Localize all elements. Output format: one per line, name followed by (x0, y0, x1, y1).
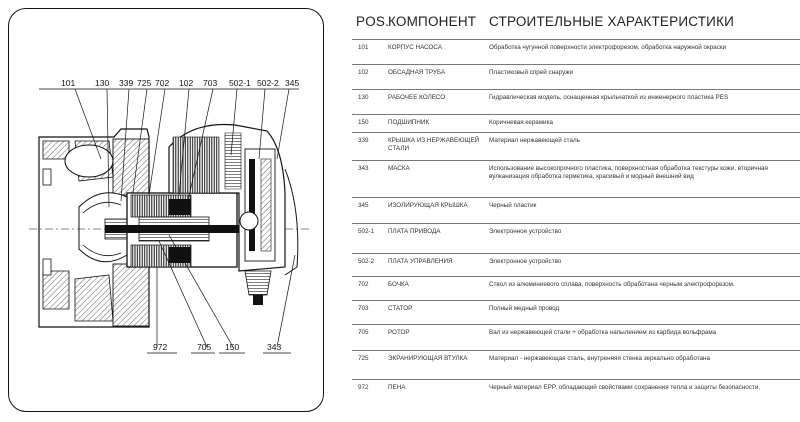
callout-502-2: 502-2 (257, 78, 279, 88)
row-description: Ствол из алюминиевого сплава, поверхност… (489, 281, 735, 288)
row-divider (352, 114, 800, 115)
row-pos: 130 (358, 94, 369, 101)
row-component: ПЛАТА УПРАВЛЕНИЯ (388, 258, 453, 265)
row-component: ПЕНА (388, 384, 406, 391)
row-description: Гидравлическая модель, оснащенная крыльч… (489, 94, 729, 101)
row-divider (352, 132, 800, 133)
row-divider (352, 39, 800, 40)
row-component: РОТОР (388, 329, 410, 336)
row-divider (352, 253, 800, 254)
row-component: ОБСАДНАЯ ТРУБА (388, 69, 446, 76)
callout-101: 101 (61, 78, 75, 88)
row-description: Использование высокопрочного пластика, п… (489, 165, 768, 181)
header-characteristics: СТРОИТЕЛЬНЫЕ ХАРАКТЕРИСТИКИ (489, 14, 735, 29)
callout-343: 343 (267, 342, 281, 352)
row-pos: 502-2 (358, 258, 375, 265)
callout-102: 102 (179, 78, 193, 88)
row-component: ПЛАТА ПРИВОДА (388, 228, 441, 235)
row-pos: 339 (358, 137, 369, 144)
row-pos: 101 (358, 44, 369, 51)
row-pos: 102 (358, 69, 369, 76)
row-divider (352, 64, 800, 65)
row-pos: 150 (358, 119, 369, 126)
row-component: КОРПУС НАСОСА (388, 44, 443, 51)
callout-703: 703 (203, 78, 217, 88)
row-divider (352, 300, 800, 301)
callout-labels-top: 101 130 339 725 702 102 703 502-1 502-2 345 (61, 78, 299, 88)
rotor-shaft (29, 216, 309, 242)
row-pos: 702 (358, 281, 369, 288)
row-description: Черный материал EPP, обладающий свойства… (489, 384, 761, 391)
row-pos: 705 (358, 329, 369, 336)
callout-725: 725 (137, 78, 151, 88)
row-component: РАБОЧЕЕ КОЛЕСО (388, 94, 446, 101)
pump-cross-section-panel: 101 130 339 725 702 102 703 502-1 502-2 345 (8, 8, 324, 412)
row-component: КРЫШКА ИЗ НЕРЖАВЕЮЩЕЙ СТАЛИ (388, 137, 480, 153)
row-description: Электронное устройство (489, 258, 562, 265)
row-divider (352, 276, 800, 277)
row-divider (352, 197, 800, 198)
row-component: БОЧКА (388, 281, 409, 288)
callout-150: 150 (225, 342, 239, 352)
cable-connector (244, 270, 272, 305)
row-divider (352, 160, 800, 161)
spec-table: POS. КОМПОНЕНТ СТРОИТЕЛЬНЫЕ ХАРАКТЕРИСТИ… (352, 0, 800, 422)
row-component: СТАТОР (388, 305, 413, 312)
row-divider (352, 324, 800, 325)
callout-972: 972 (153, 342, 167, 352)
row-description: Полный медный провод (489, 305, 560, 312)
row-divider (352, 350, 800, 351)
row-description: Пластиковый спрей снаружи (489, 69, 574, 76)
callout-labels-bottom: 972 705 150 343 (153, 342, 281, 352)
callout-702: 702 (155, 78, 169, 88)
row-pos: 972 (358, 384, 369, 391)
row-description: Материал нержавеющей сталь (489, 137, 580, 144)
row-description: Черный пластик (489, 202, 537, 209)
callout-705: 705 (197, 342, 211, 352)
header-pos: POS. (356, 14, 390, 29)
row-pos: 343 (358, 165, 369, 172)
row-divider (352, 89, 800, 90)
row-pos: 345 (358, 202, 369, 209)
row-description: Материал - нержавеющая сталь, внутренняя… (489, 355, 710, 362)
pump-cross-section-drawing: 101 130 339 725 702 102 703 502-1 502-2 345 (29, 78, 309, 354)
row-component: ЭКРАНИРУЮЩАЯ ВТУЛКА (388, 355, 468, 362)
row-divider (352, 223, 800, 224)
row-component: ПОДШИПНИК (388, 119, 430, 126)
callout-339: 339 (119, 78, 133, 88)
row-pos: 502-1 (358, 228, 375, 235)
header-component: КОМПОНЕНТ (388, 14, 477, 29)
row-divider (352, 379, 800, 380)
row-pos: 703 (358, 305, 369, 312)
callout-345: 345 (285, 78, 299, 88)
callout-502-1: 502-1 (229, 78, 251, 88)
control-box (168, 123, 286, 272)
leader-lines-top (74, 88, 290, 208)
row-component: ИЗОЛИРУЮЩАЯ КРЫШКА (388, 202, 468, 209)
impeller (78, 192, 128, 263)
leader-lines-bottom (147, 234, 296, 354)
row-description: Обработка чугунной поверхности электрофо… (489, 44, 727, 51)
row-component: МАСКА (388, 165, 410, 172)
row-description: Коричневая керамика (489, 119, 553, 126)
callout-130: 130 (95, 78, 109, 88)
row-description: Электронное устройство (489, 228, 562, 235)
row-pos: 725 (358, 355, 369, 362)
row-description: Вал из нержавеющей стали + обработка нап… (489, 329, 717, 336)
